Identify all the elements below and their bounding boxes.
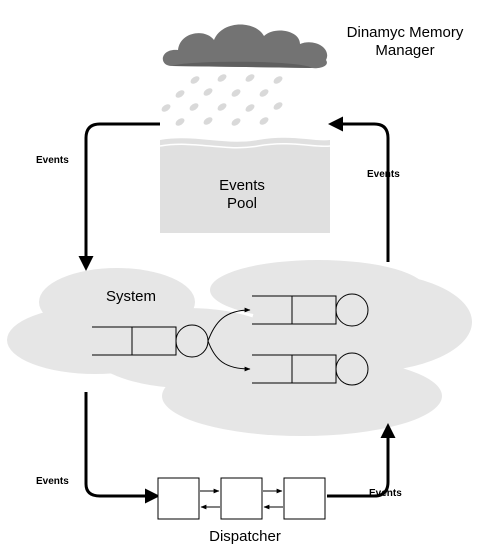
events-pool <box>159 137 331 233</box>
edge-label-dispatcher-to-system: Events <box>369 488 402 499</box>
pool-label-line1: Events <box>219 177 265 194</box>
system-label: System <box>106 288 156 305</box>
system-to-dispatcher-arrow <box>84 392 160 504</box>
upper-output-queue <box>252 293 369 327</box>
pool-to-system-arrow <box>78 122 160 271</box>
fork-arrow-lower <box>207 340 251 372</box>
fork-arrow-upper <box>207 307 251 342</box>
edge-label-system-to-dispatcher: Events <box>36 476 69 487</box>
memory-manager-label-line2: Manager <box>375 42 434 59</box>
system-input-queue <box>92 324 209 358</box>
pool-label-line2: Pool <box>227 195 257 212</box>
edge-label-pool-to-system: Events <box>36 155 69 166</box>
dispatcher-to-system-arrow <box>327 423 396 498</box>
rain-drops <box>161 74 283 126</box>
dispatcher <box>157 477 326 520</box>
memory-manager-label-line1: Dinamyc Memory <box>347 24 464 41</box>
dispatcher-stage-2 <box>220 477 263 520</box>
dispatcher-stage-1 <box>157 477 200 520</box>
system-region <box>7 260 472 436</box>
memory-manager-cloud-icon <box>162 24 328 69</box>
dispatcher-label: Dispatcher <box>209 528 281 545</box>
dispatcher-stage-3 <box>283 477 326 520</box>
lower-output-queue <box>252 352 369 386</box>
edge-label-system-to-pool: Events <box>367 169 400 180</box>
system-to-pool-arrow <box>328 116 390 262</box>
